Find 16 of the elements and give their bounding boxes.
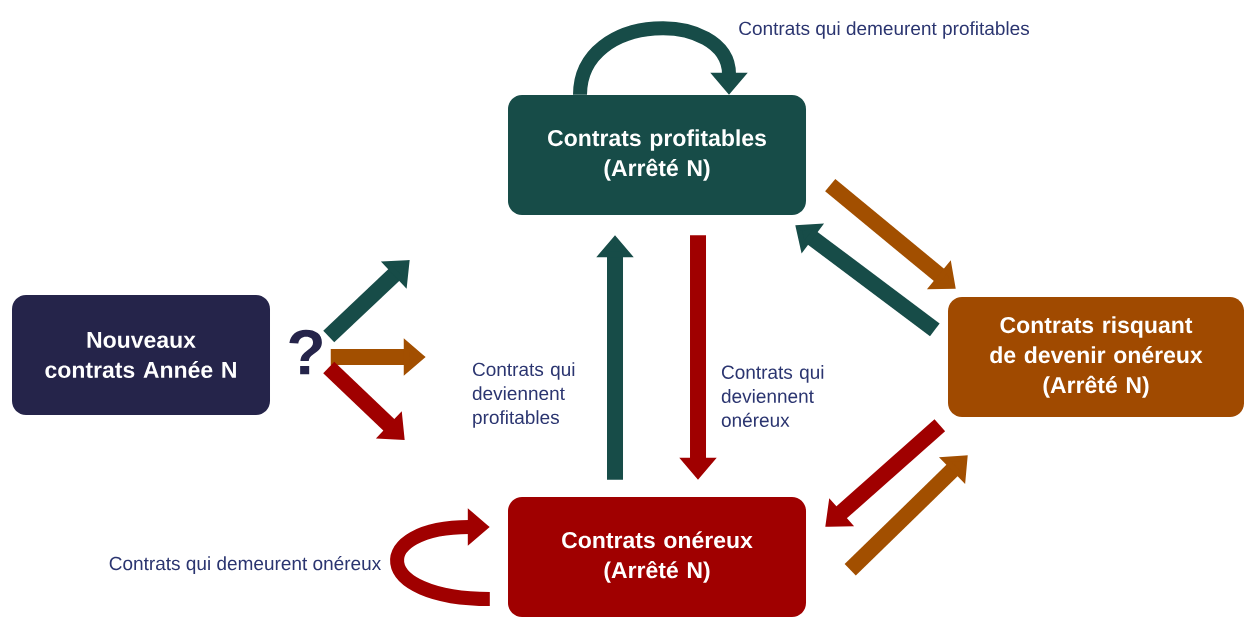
block-arrow bbox=[323, 260, 410, 343]
question-mark: ? bbox=[289, 329, 322, 375]
block-arrow bbox=[323, 361, 405, 440]
category-box: Contrats profitables (Arrêté N) bbox=[508, 95, 806, 215]
block-arrow bbox=[825, 179, 956, 290]
block-arrow bbox=[825, 419, 946, 527]
category-box: Contrats risquant de devenir onéreux (Arrêté N) bbox=[948, 297, 1244, 417]
edge-label: Contrats qui deviennent onéreux bbox=[721, 365, 824, 427]
edge-label: Contrats qui deviennent profitables bbox=[472, 362, 575, 428]
block-arrow bbox=[795, 223, 940, 337]
edge-label: Contrats qui demeurent onéreux bbox=[109, 556, 381, 574]
category-box: Contrats onéreux (Arrêté N) bbox=[508, 497, 806, 617]
block-arrow bbox=[844, 455, 968, 576]
category-box: Nouveaux contrats Année N bbox=[12, 295, 270, 415]
edge-label: Contrats qui demeurent profitables bbox=[739, 21, 1029, 39]
block-arrow bbox=[390, 508, 491, 606]
